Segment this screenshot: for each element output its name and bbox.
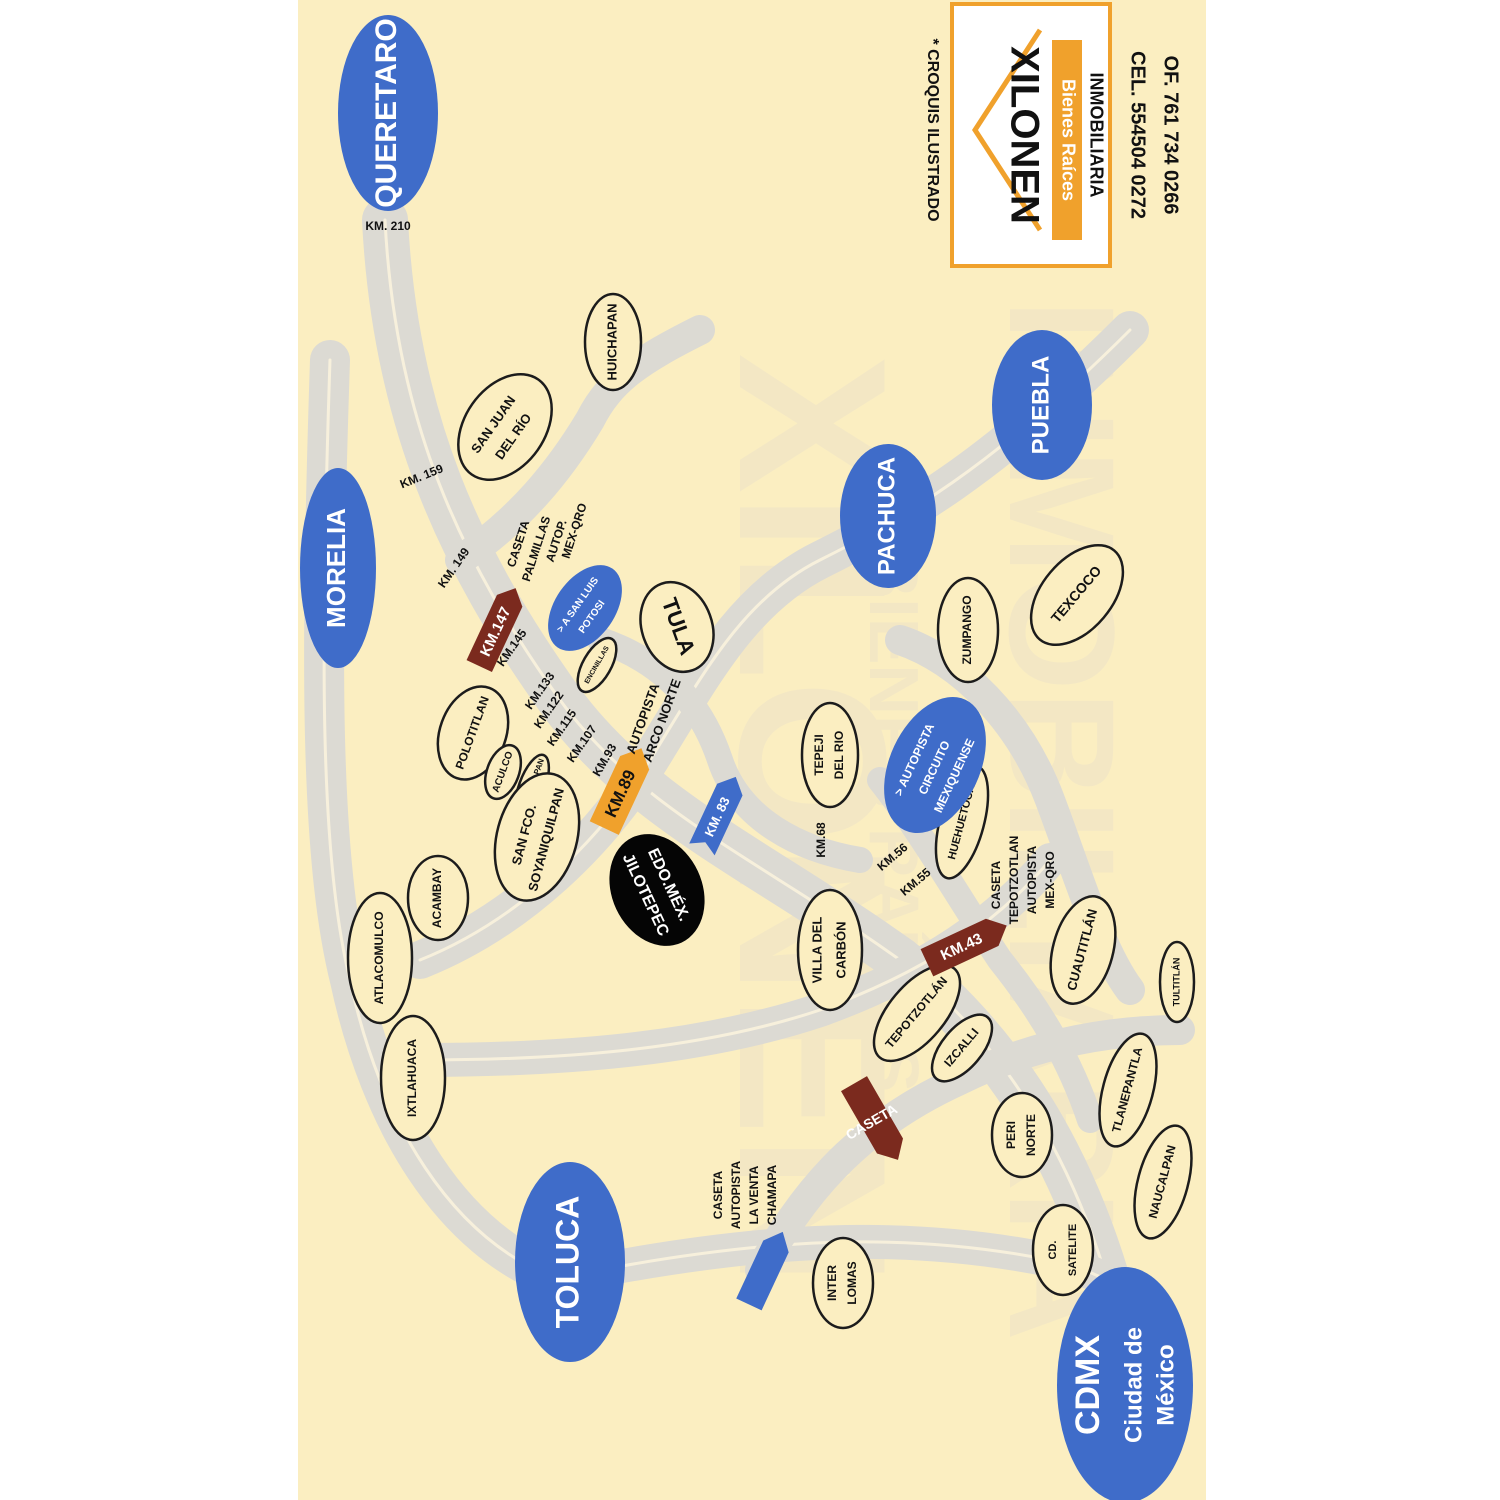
- city-morelia-label: MORELIA: [321, 508, 351, 628]
- note-chamapa-1: CASETA: [711, 1170, 725, 1219]
- logo-band: [1052, 40, 1082, 240]
- city-pachuca-label: PACHUCA: [873, 457, 900, 575]
- town-atlacomulco[interactable]: ATLACOMULCO: [346, 891, 414, 1025]
- town-tultitlan-label: TULTITLÁN: [1171, 958, 1181, 1007]
- bubble-circuito-mexiquense[interactable]: > AUTOPISTA CIRCUITO MEXIQUENSE: [864, 681, 1006, 850]
- town-aculco[interactable]: ACULCO: [478, 740, 527, 804]
- town-acambay-label: ACAMBAY: [430, 868, 444, 928]
- note-caseta-tepotzotlan: CASETA TEPOTZOTLAN AUTOPISTA MEX-QRO: [989, 836, 1057, 925]
- road-tula-link: [587, 627, 873, 873]
- phone-cel: CEL. 554504 0272: [1127, 51, 1149, 219]
- city-cdmx-sub2: México: [1152, 1344, 1179, 1425]
- km-label-68: KM.68: [814, 822, 828, 858]
- town-tepeji-label-2: DEL RIO: [832, 731, 846, 779]
- logo-name: XILONEN: [1002, 46, 1046, 224]
- city-cdmx[interactable]: CDMX Ciudad de México: [1057, 1267, 1193, 1500]
- city-cdmx-sub1: Ciudad de: [1120, 1327, 1147, 1443]
- town-zumpango[interactable]: ZUMPANGO: [936, 576, 1000, 684]
- town-peri-label-1: PERI: [1004, 1121, 1018, 1149]
- town-interlomas-label-2: LOMAS: [845, 1261, 859, 1304]
- city-puebla[interactable]: PUEBLA: [992, 330, 1092, 480]
- city-queretaro-label: QUERETARO: [370, 18, 403, 207]
- town-atlacomulco-label: ATLACOMULCO: [372, 911, 386, 1004]
- road-sanjuan-link: [445, 315, 715, 575]
- note-tepo-2: TEPOTZOTLAN: [1007, 836, 1021, 925]
- town-peri-norte[interactable]: PERI NORTE: [990, 1091, 1054, 1179]
- note-chamapa-3: LA VENTA: [747, 1165, 761, 1224]
- town-izcalli[interactable]: IZCALLI: [921, 1005, 1003, 1092]
- note-tepo-4: MEX-QRO: [1043, 851, 1057, 908]
- km-label-210: KM. 210: [365, 219, 411, 233]
- note-chamapa-2: AUTOPISTA: [729, 1161, 743, 1230]
- town-tepeji-label-1: TEPEJI: [812, 734, 826, 775]
- logo-tag: INMOBILIARIA: [1086, 73, 1106, 198]
- town-satelite-label-1: CD.: [1047, 1241, 1059, 1260]
- road-toluca-cdmx-lane: [598, 1240, 1122, 1292]
- marker-chamapa-blue[interactable]: [736, 1226, 795, 1311]
- town-naucalpan[interactable]: NAUCALPAN: [1124, 1120, 1202, 1245]
- road-chamapa-link: [745, 1015, 1195, 1285]
- town-tultitlan[interactable]: TULTITLÁN: [1158, 940, 1196, 1024]
- town-tepeji-del-rio[interactable]: TEPEJI DEL RIO: [800, 701, 860, 809]
- town-cuautitlan[interactable]: CUAUTITLÁN: [1040, 889, 1126, 1011]
- town-huichapan-label: HUICHAPAN: [604, 303, 619, 380]
- logo-xilonen: XILONEN Bienes Raíces INMOBILIARIA: [950, 2, 1112, 268]
- note-chamapa-4: CHAMAPA: [765, 1164, 779, 1225]
- croquis-note: * CROQUIS ILUSTRADO: [924, 38, 941, 221]
- logo-sub: Bienes Raíces: [1058, 79, 1078, 201]
- town-ixtlahuaca[interactable]: IXTLAHUACA: [379, 1014, 447, 1142]
- town-villa-label-1: VILLA DEL: [809, 917, 824, 984]
- town-san-fco-soyaniquilpan[interactable]: SAN FCO. SOYANIQUILPAN: [482, 764, 593, 910]
- city-queretaro[interactable]: QUERETARO: [338, 15, 438, 211]
- marker-caseta-chamapa-link[interactable]: CASETA: [826, 1071, 919, 1175]
- town-villa-del-carbon[interactable]: VILLA DEL CARBÓN: [796, 888, 864, 1012]
- town-interlomas[interactable]: INTER LOMAS: [811, 1236, 875, 1330]
- bubble-san-luis-potosi[interactable]: > A SAN LUIS POTOSI: [533, 551, 637, 664]
- town-texcoco[interactable]: TEXCOCO: [1013, 528, 1141, 662]
- city-toluca-label: TOLUCA: [549, 1196, 585, 1329]
- note-tepo-3: AUTOPISTA: [1025, 846, 1039, 915]
- city-puebla-label: PUEBLA: [1027, 356, 1054, 455]
- town-polotitlan[interactable]: POLOTITLAN: [426, 677, 521, 790]
- note-tepo-1: CASETA: [989, 860, 1003, 909]
- city-cdmx-label: CDMX: [1069, 1335, 1107, 1435]
- city-morelia[interactable]: MORELIA: [300, 468, 376, 668]
- town-villa-label-2: CARBÓN: [833, 921, 848, 978]
- town-encinillas[interactable]: ENCINILLAS: [570, 632, 624, 698]
- town-tlanepantla[interactable]: TLANEPANTLA: [1089, 1028, 1167, 1153]
- town-acambay[interactable]: ACAMBAY: [406, 854, 470, 942]
- town-interlomas-label-1: INTER: [825, 1265, 839, 1301]
- town-jilotepec[interactable]: JILOTEPEC EDO.MÉX.: [592, 818, 723, 961]
- town-san-juan-del-rio[interactable]: SAN JUAN DEL RÍO: [439, 357, 571, 498]
- city-toluca[interactable]: TOLUCA: [515, 1162, 625, 1362]
- town-peri-label-2: NORTE: [1024, 1114, 1038, 1156]
- phone-office: OF. 761 734 0266: [1160, 55, 1182, 214]
- note-caseta-chamapa: CASETA AUTOPISTA LA VENTA CHAMAPA: [711, 1161, 779, 1230]
- town-zumpango-label: ZUMPANGO: [960, 595, 974, 664]
- town-huichapan[interactable]: HUICHAPAN: [583, 292, 643, 392]
- town-cd-satelite[interactable]: CD. SATELITE: [1031, 1203, 1095, 1297]
- town-ixtlahuaca-label: IXTLAHUACA: [405, 1039, 419, 1117]
- city-pachuca[interactable]: PACHUCA: [840, 444, 936, 588]
- logo-roof-icon: [972, 28, 1043, 232]
- town-tula[interactable]: TULA: [628, 572, 725, 682]
- town-satelite-label-2: SATELITE: [1067, 1224, 1079, 1276]
